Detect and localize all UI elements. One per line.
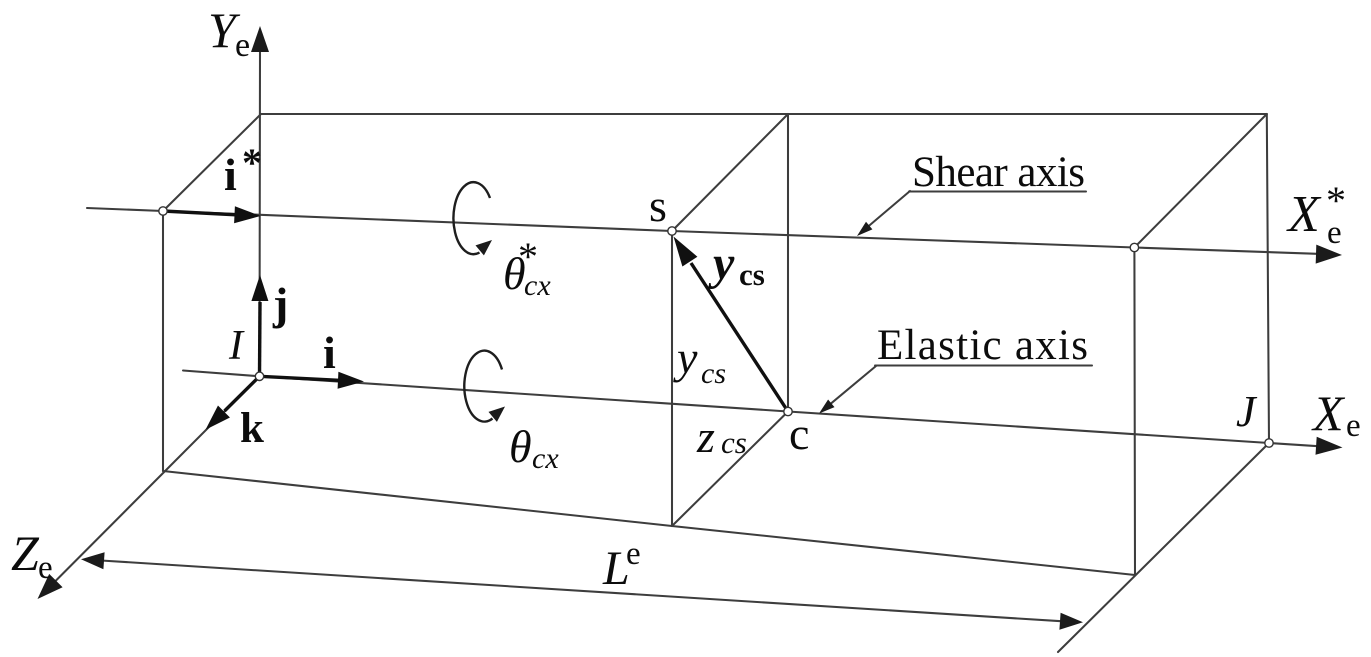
svg-text:*: * [1326,178,1346,223]
svg-text:y: y [673,332,698,383]
svg-text:cx: cx [532,442,559,475]
svg-text:X: X [1286,186,1322,243]
svg-text:z: z [696,411,715,462]
svg-text:e: e [1346,408,1361,444]
svg-text:Shear axis: Shear axis [912,149,1085,196]
svg-text:cs: cs [701,357,726,390]
svg-text:e: e [38,550,53,586]
svg-text:e: e [235,27,250,64]
svg-text:j: j [272,278,288,329]
svg-text:θ: θ [509,421,532,472]
svg-text:J: J [1236,387,1258,436]
svg-text:s: s [649,180,667,231]
svg-text:*: * [518,234,538,279]
svg-text:i: i [323,327,336,378]
svg-text:X: X [1311,385,1346,441]
svg-text:L: L [602,542,630,595]
svg-text:cs: cs [721,425,747,460]
svg-text:cx: cx [524,269,551,302]
svg-text:c: c [789,408,809,459]
svg-text:Elastic axis: Elastic axis [877,322,1088,369]
svg-text:i: i [224,149,237,200]
svg-text:Z: Z [11,525,40,581]
svg-text:θ: θ [503,248,526,299]
svg-text:*: * [242,140,262,185]
svg-text:e: e [626,536,641,572]
svg-text:e: e [1327,215,1342,251]
svg-text:Y: Y [208,2,241,58]
svg-text:cs: cs [739,257,765,292]
svg-text:y: y [708,237,735,290]
svg-text:I: I [228,323,245,369]
svg-text:k: k [240,405,264,452]
